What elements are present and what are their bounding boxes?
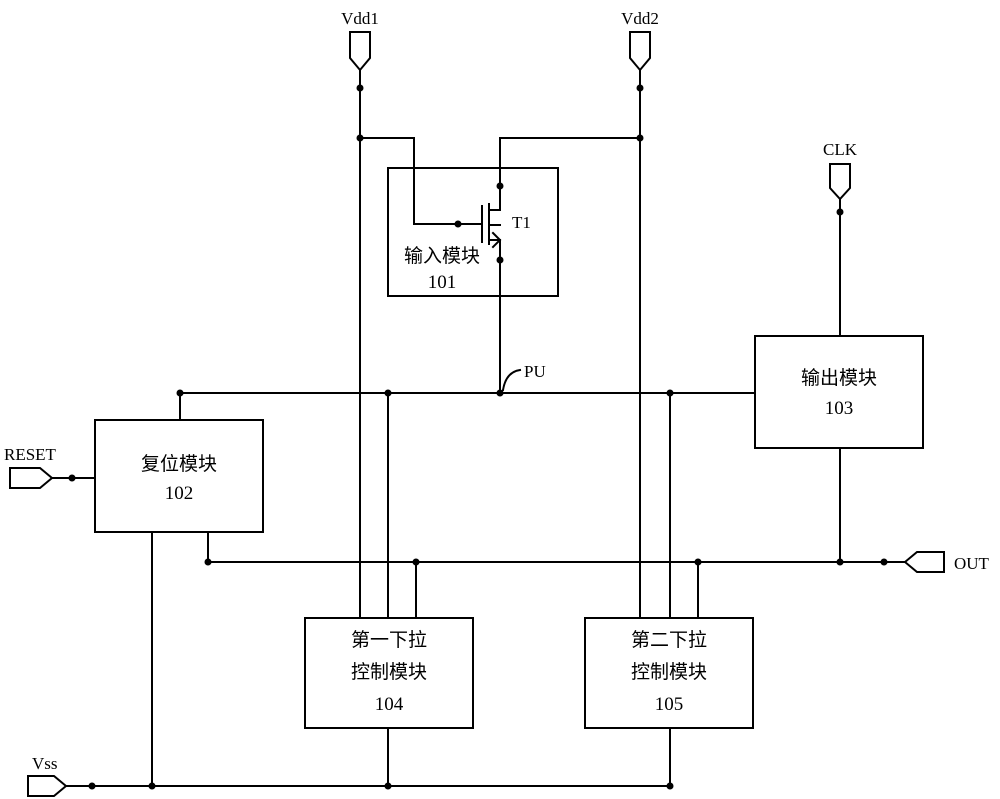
vdd2-terminal-icon	[630, 32, 650, 70]
reset-terminal-icon	[10, 468, 52, 488]
t1-label: T1	[512, 213, 531, 232]
vss-label: Vss	[32, 754, 58, 773]
input-module-id: 101	[428, 272, 457, 293]
pu-leader	[503, 370, 520, 390]
pu-node-label: PU	[524, 362, 546, 381]
out-bus	[208, 532, 905, 562]
clk-terminal-icon	[830, 164, 850, 199]
pulldown1-module-id: 104	[375, 694, 404, 715]
reset-label: RESET	[4, 445, 57, 464]
pulldown2-module-name-line2: 控制模块	[631, 661, 707, 683]
output-module-name: 输出模块	[801, 367, 877, 389]
reset-module-id: 102	[165, 483, 194, 504]
pulldown2-module-id: 105	[655, 694, 684, 715]
reset-module-box	[95, 420, 263, 532]
clk-label: CLK	[823, 140, 858, 159]
vss-terminal-icon	[28, 776, 66, 796]
output-module-box	[755, 336, 923, 448]
pulldown1-module-name-line2: 控制模块	[351, 661, 427, 683]
reset-module-name: 复位模块	[141, 453, 217, 475]
vdd2-label: Vdd2	[621, 9, 659, 28]
vdd1-terminal-icon	[350, 32, 370, 70]
vdd1-label: Vdd1	[341, 9, 379, 28]
input-module-name: 输入模块	[404, 245, 480, 267]
out-label: OUT	[954, 554, 990, 573]
pulldown2-module-name-line1: 第二下拉	[631, 629, 707, 651]
output-module-id: 103	[825, 398, 854, 419]
pulldown1-module-name-line1: 第一下拉	[351, 629, 427, 651]
out-terminal-icon	[905, 552, 944, 572]
